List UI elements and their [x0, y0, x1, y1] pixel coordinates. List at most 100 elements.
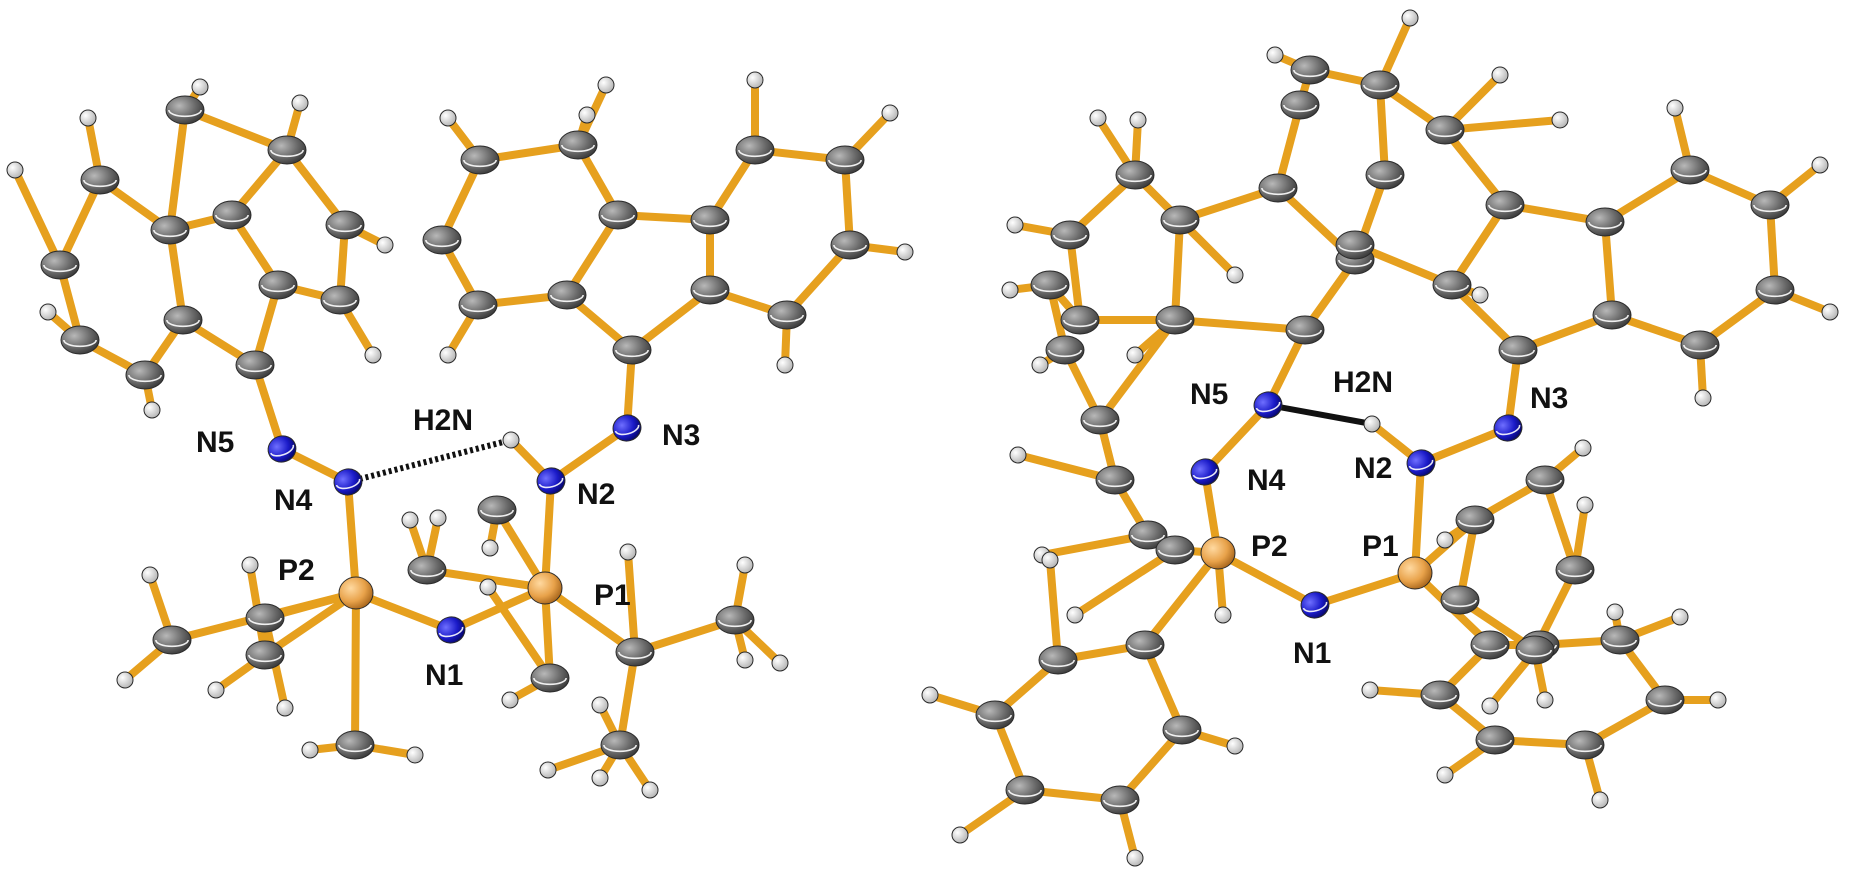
carbon-atom-rc3 [458, 290, 498, 320]
hydrogen-atom-i24 [1576, 496, 1594, 514]
carbon-atom-lc9 [80, 165, 120, 195]
phosphorus-atom-p2 [1200, 536, 1236, 570]
bond-p1-mc7 [541, 584, 639, 656]
carbon-atom-rc4 [422, 225, 462, 255]
right-bonds [926, 14, 1834, 862]
carbon-atom-b5 [1592, 300, 1632, 330]
carbon-atom-e2 [1162, 715, 1202, 745]
nitrogen-atom-n1 [1300, 591, 1330, 619]
bond-p2-n1 [1214, 549, 1319, 609]
hydrogen-atom-h27 [619, 543, 637, 561]
carbon-atom-a2 [1155, 305, 1195, 335]
bond-lc8-h4 [11, 166, 64, 269]
label-p1: P1 [594, 579, 631, 612]
phosphorus-atom-p1 [527, 571, 563, 605]
hydrogen-atom-i26 [1361, 681, 1379, 699]
hydrogen-atom-i28 [1591, 791, 1609, 809]
hydrogen-atom-h7 [364, 346, 382, 364]
hydrogen-atom-h19 [207, 681, 225, 699]
hydrogen-atom-h2n [502, 431, 520, 449]
carbon-atom-b6 [1670, 155, 1710, 185]
hydrogen-atom-i30 [1671, 608, 1689, 626]
hydrogen-atom-h18 [116, 671, 134, 689]
carbon-atom-rc12 [767, 300, 807, 330]
carbon-atom-e6 [1038, 645, 1078, 675]
bond-rc7-rc2 [563, 211, 622, 299]
hydrogen-atom-i17 [1214, 606, 1232, 624]
carbon-atom-g3 [1555, 555, 1595, 585]
carbon-atom-lc5 [163, 305, 203, 335]
carbon-atom-lc11 [267, 135, 307, 165]
hydrogen-atom-h5 [39, 303, 57, 321]
left-atoms [6, 71, 914, 799]
carbon-atom-mc5 [477, 495, 517, 525]
hydrogen-atom-i31 [1536, 691, 1554, 709]
nitrogen-atom-n1 [436, 616, 466, 644]
nitrogen-atom-n4 [333, 468, 363, 496]
nitrogen-atom-n5 [1253, 391, 1283, 419]
hydrogen-atom-h2 [291, 94, 309, 112]
hydrogen-atom-h30 [591, 696, 609, 714]
carbon-atom-f3 [1600, 625, 1640, 655]
carbon-atom-e5 [975, 700, 1015, 730]
carbon-atom-a10 [1060, 305, 1100, 335]
hydrogen-atom-i23 [1574, 439, 1592, 457]
carbon-atom-lc7 [60, 325, 100, 355]
bond-mc7-h27 [624, 548, 639, 656]
carbon-atom-b7 [1750, 190, 1790, 220]
hydrogen-atom-i27 [1436, 766, 1454, 784]
carbon-atom-mc7 [615, 637, 655, 667]
carbon-atom-rc13 [690, 275, 730, 305]
carbon-atom-b12 [1290, 55, 1330, 85]
carbon-atom-d3 [1080, 405, 1120, 435]
carbon-atom-g2 [1525, 465, 1565, 495]
bond-a2-a3 [1171, 216, 1184, 324]
carbon-atom-rc5 [460, 145, 500, 175]
bond-d6-i11 [1071, 546, 1179, 619]
carbon-atom-d6 [1155, 535, 1195, 565]
hydrogen-atom-i14 [951, 826, 969, 844]
hydrogen-atom-h22 [406, 746, 424, 764]
hydrogen-atom-h13 [881, 104, 899, 122]
carbon-atom-mc6 [530, 663, 570, 693]
carbon-atom-b3 [1485, 190, 1525, 220]
carbon-atom-f6 [1475, 725, 1515, 755]
nitrogen-atom-n3 [1493, 414, 1523, 442]
right-molecule: N5 H2N N3 N4 N2 P2 P1 N1 [921, 9, 1839, 867]
carbon-atom-mc8 [715, 605, 755, 635]
label-n2: N2 [1354, 452, 1392, 485]
carbon-atom-mc1 [152, 625, 192, 655]
bond-mc6-h26 [484, 583, 554, 682]
bond-n2-p1 [541, 477, 555, 592]
nitrogen-atom-n2 [536, 467, 566, 495]
carbon-atom-b8 [1755, 275, 1795, 305]
carbon-atom-mc10 [245, 603, 285, 633]
phosphorus-atom-p2 [338, 576, 374, 610]
label-n5: N5 [1190, 378, 1228, 411]
label-n5: N5 [196, 426, 234, 459]
hydrogen-atom-i7 [1001, 281, 1019, 299]
hydrogen-atom-h12 [746, 71, 764, 89]
carbon-atom-a1 [1285, 315, 1325, 345]
carbon-atom-d5 [1128, 520, 1168, 550]
hydrogen-atom-h1 [191, 78, 209, 96]
carbon-atom-b11 [1360, 70, 1400, 100]
carbon-atom-a3 [1160, 205, 1200, 235]
carbon-atom-rc10 [825, 145, 865, 175]
hydrogen-atom-i13 [1126, 849, 1144, 867]
carbon-atom-rc11 [830, 230, 870, 260]
carbon-atom-lc3 [212, 200, 252, 230]
hydrogen-atom-h11 [597, 76, 615, 94]
hydrogen-atom-i6 [1006, 216, 1024, 234]
hydrogen-atom-h3 [79, 109, 97, 127]
carbon-atom-e3 [1100, 785, 1140, 815]
carbon-atom-g4 [1515, 635, 1555, 665]
carbon-atom-b10 [1425, 115, 1465, 145]
hydrogen-atom-i22 [1471, 286, 1489, 304]
nitrogen-atom-n4 [1190, 458, 1220, 486]
hydrogen-atom-h24 [401, 511, 419, 529]
hydrogen-atom-h21 [301, 741, 319, 759]
carbon-atom-lc10 [165, 95, 205, 125]
left-molecule: N5 N4 H2N N2 N3 P2 P1 N1 [6, 71, 914, 799]
